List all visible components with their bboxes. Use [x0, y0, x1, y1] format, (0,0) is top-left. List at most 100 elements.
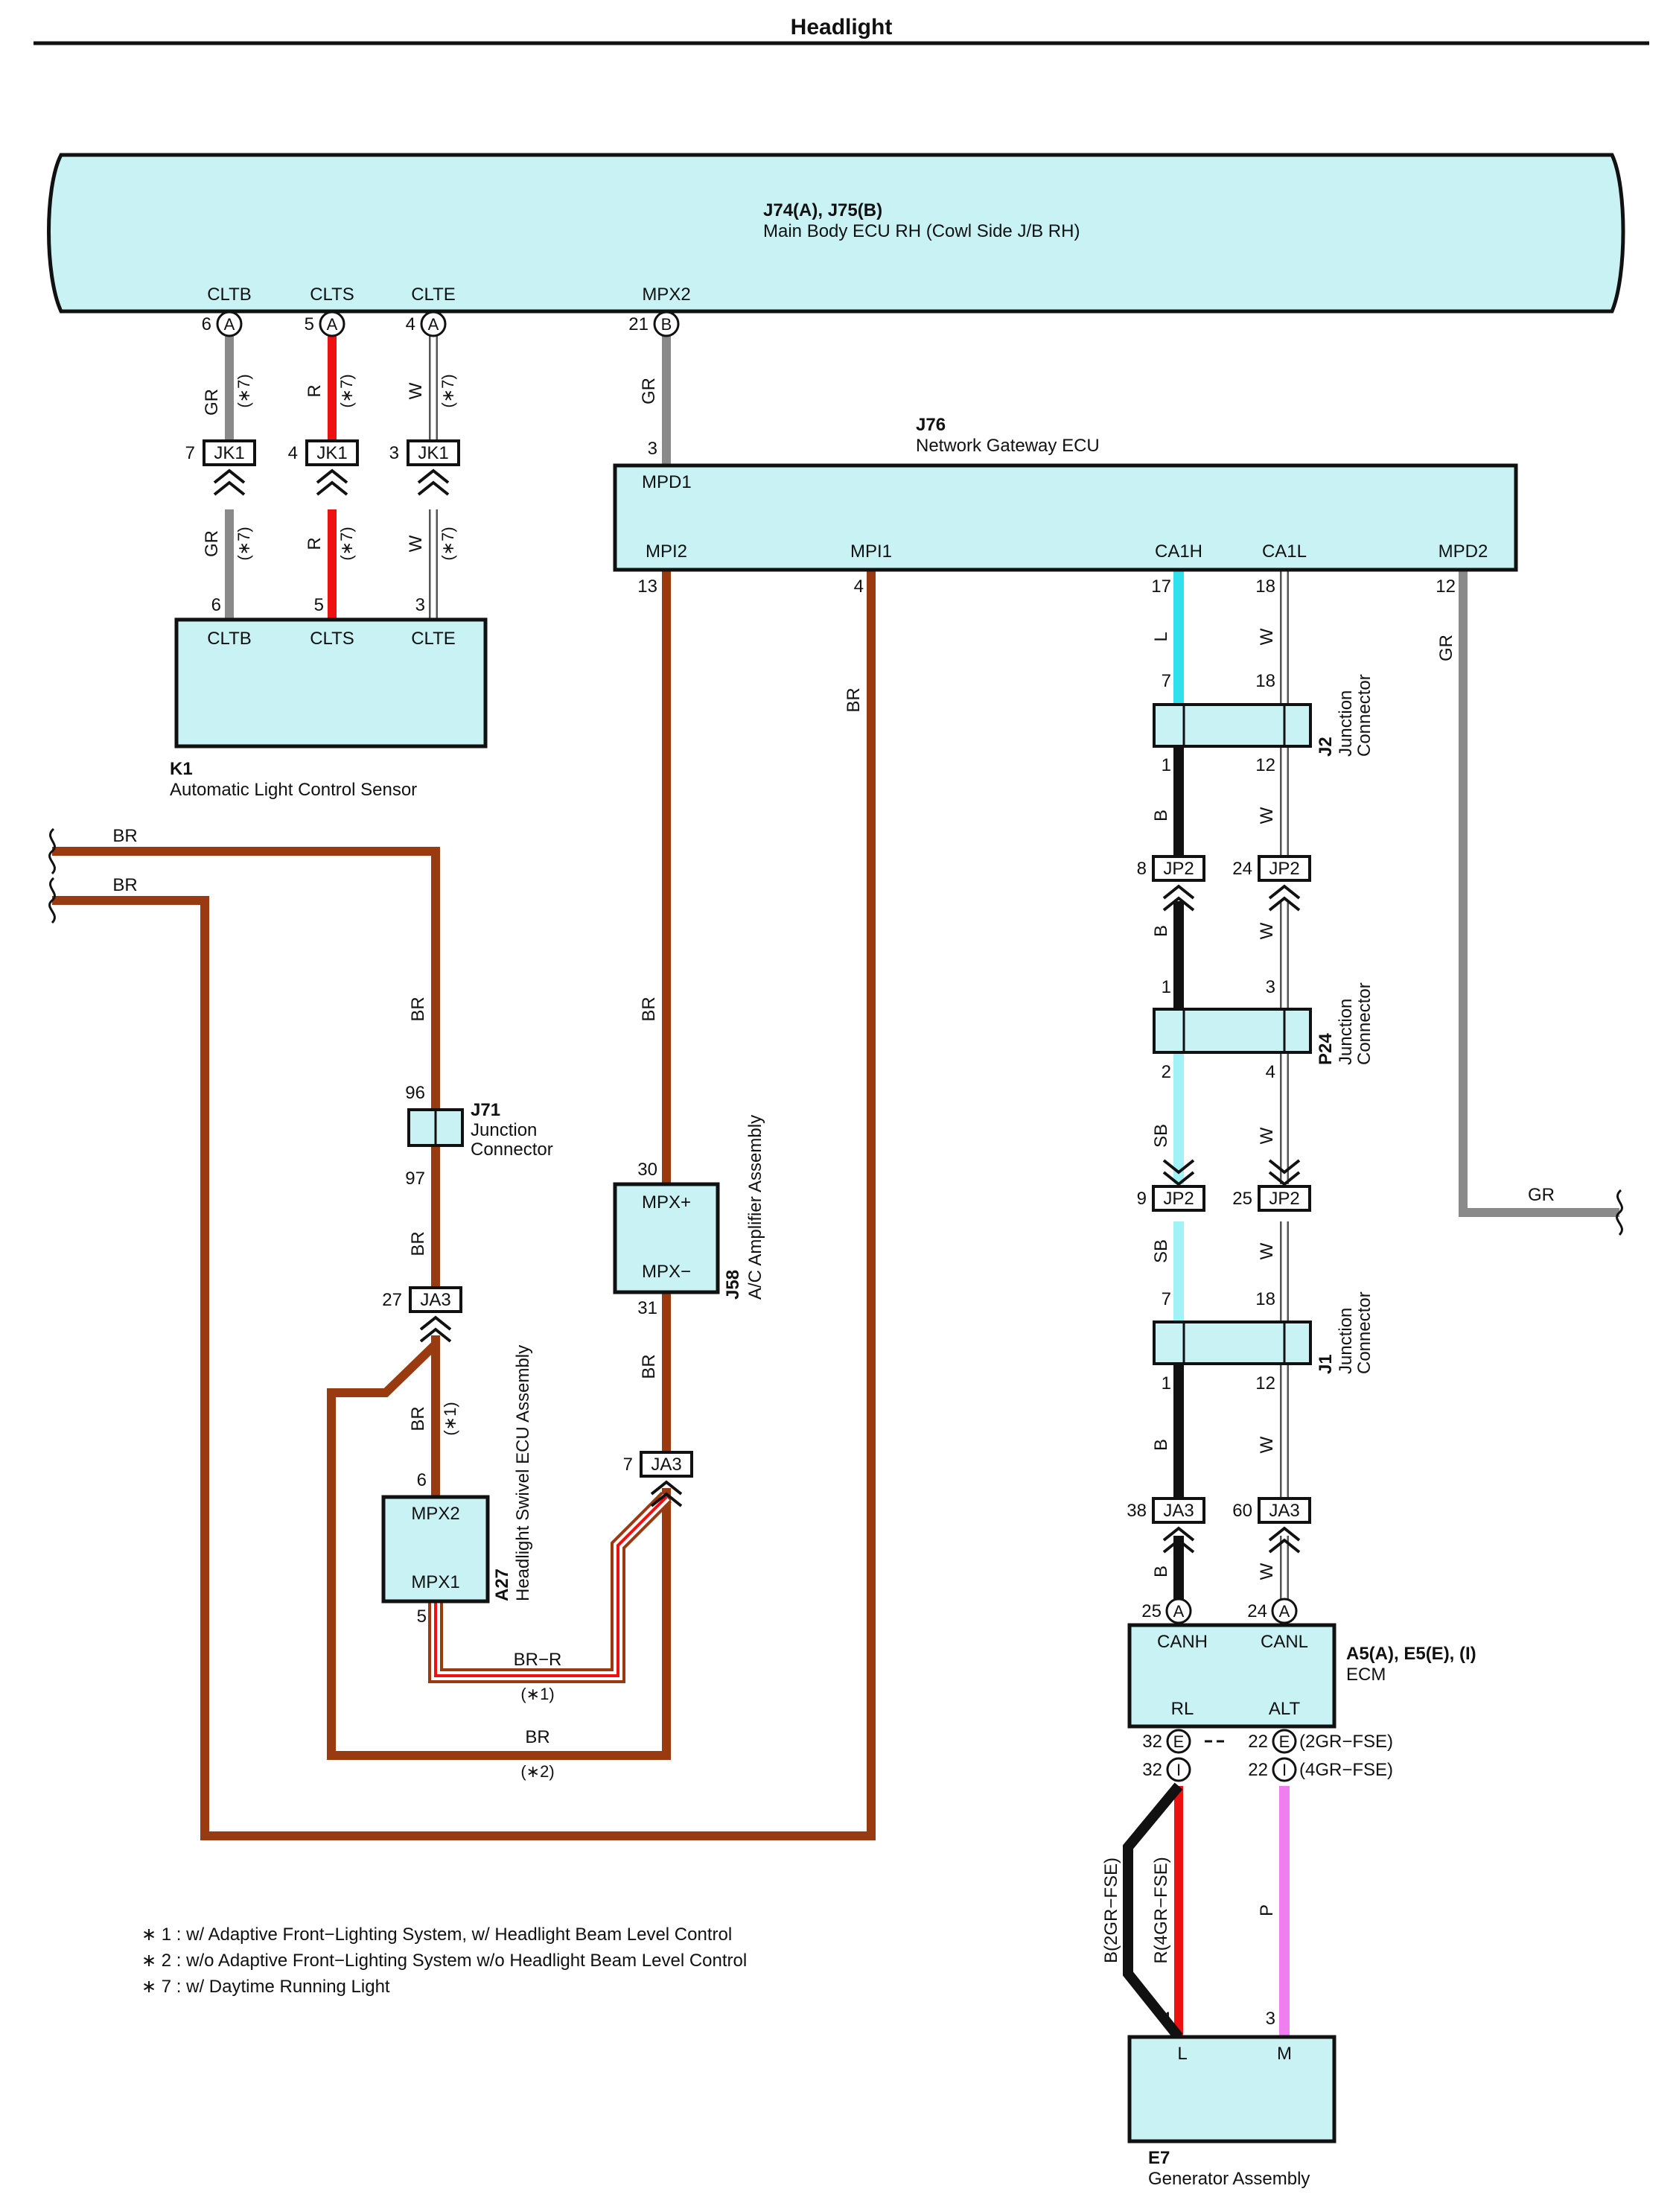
- svg-text:(2GR−FSE): (2GR−FSE): [1299, 1732, 1393, 1752]
- svg-text:24: 24: [1247, 1601, 1267, 1621]
- svg-text:E: E: [1173, 1732, 1185, 1751]
- svg-text:A: A: [1173, 1602, 1185, 1621]
- svg-text:7: 7: [1162, 1289, 1171, 1309]
- ac-amp-pin-31: 31: [637, 1298, 657, 1318]
- svg-text:J1: J1: [1316, 1354, 1336, 1374]
- k1-pin-cltb: CLTB: [207, 629, 252, 649]
- wire-r: [328, 335, 1183, 2037]
- wire-labels-br-left: BR BR BR BR BR (∗1) BR BR: [112, 826, 659, 1436]
- svg-text:W: W: [1257, 1436, 1277, 1453]
- p24-connector: 1 3 2 4 P24 Junction Connector: [1153, 977, 1374, 1082]
- svg-text:18: 18: [1255, 576, 1275, 597]
- svg-text:JP2: JP2: [1163, 859, 1194, 879]
- jp2-upper-connectors: JP2 8 JP2 24: [1137, 855, 1311, 912]
- ac-amp-name: A/C Amplifier Assembly: [745, 1115, 765, 1300]
- svg-text:J2: J2: [1316, 737, 1336, 757]
- svg-text:JK1: JK1: [418, 443, 448, 463]
- svg-text:BR: BR: [112, 826, 137, 846]
- ecm-pin-canl: CANL: [1261, 1632, 1308, 1652]
- svg-text:3: 3: [1266, 977, 1275, 997]
- page-title: Headlight: [791, 15, 893, 39]
- swivel-pin-6: 6: [417, 1470, 427, 1490]
- k1-pin-cltb-num: 6: [211, 595, 221, 615]
- ecm-box: [1127, 1623, 1336, 1729]
- svg-text:4: 4: [288, 443, 298, 463]
- svg-text:22: 22: [1248, 1732, 1268, 1752]
- gateway-pin-mpi2: MPI2: [646, 541, 687, 562]
- svg-text:GR: GR: [202, 389, 222, 416]
- svg-text:18: 18: [1255, 671, 1275, 691]
- main-body-ecu-name: Main Body ECU RH (Cowl Side J/B RH): [763, 221, 1080, 241]
- light-sensor-box: [174, 617, 488, 749]
- ac-amp-id: J58: [723, 1270, 743, 1300]
- wire-b: [1123, 746, 1184, 2041]
- light-sensor-name: Automatic Light Control Sensor: [170, 780, 417, 800]
- generator-pin-3: 3: [1266, 2009, 1275, 2029]
- svg-text:E: E: [1279, 1732, 1290, 1751]
- svg-text:38: 38: [1127, 1501, 1147, 1521]
- svg-text:(∗7): (∗7): [337, 527, 356, 560]
- note-1: ∗ 1 : w/ Adaptive Front−Lighting System,…: [141, 1925, 732, 1945]
- swivel-pin-5: 5: [417, 1606, 427, 1627]
- svg-text:BR: BR: [408, 1231, 428, 1256]
- wire-br-network: [52, 570, 876, 1840]
- svg-text:(4GR−FSE): (4GR−FSE): [1299, 1760, 1393, 1780]
- svg-text:22: 22: [1248, 1760, 1268, 1780]
- note-7: ∗ 7 : w/ Daytime Running Light: [141, 1977, 390, 1997]
- generator-id: E7: [1148, 2148, 1170, 2168]
- svg-text:12: 12: [1255, 755, 1275, 775]
- wire-label-mpd2-gr: GR: [1436, 635, 1456, 661]
- svg-text:A: A: [1279, 1602, 1290, 1621]
- svg-text:5: 5: [305, 314, 314, 334]
- wire-label-p: P: [1257, 1904, 1277, 1916]
- ja3-mid-label: JA3: [651, 1455, 681, 1475]
- ja3-right-connectors: JA3 38 JA3 60: [1127, 1497, 1311, 1554]
- svg-text:24: 24: [1232, 859, 1252, 879]
- svg-text:4: 4: [406, 314, 415, 334]
- svg-text:3: 3: [389, 443, 399, 463]
- svg-text:P24: P24: [1316, 1033, 1336, 1065]
- k1-pin-clts-num: 5: [314, 595, 324, 615]
- light-sensor-id: K1: [170, 759, 193, 779]
- jk1-connectors: JK1 7 JK1 4 JK1 3: [185, 439, 460, 496]
- svg-text:Junction: Junction: [1336, 1308, 1356, 1374]
- ac-amp-pin-mpx-minus: MPX−: [642, 1262, 691, 1282]
- ac-amp-box: [613, 1182, 720, 1294]
- svg-text:JK1: JK1: [316, 443, 347, 463]
- wire-label-b-2gr: B(2GR−FSE): [1101, 1857, 1121, 1963]
- svg-text:(∗7): (∗7): [439, 374, 457, 407]
- svg-text:W: W: [406, 535, 426, 552]
- wire-label-mpi1-br: BR: [844, 687, 864, 712]
- generator-pin-m: M: [1277, 2044, 1292, 2064]
- wire-w: [429, 335, 1289, 1599]
- ac-amp-pin-30: 30: [637, 1160, 657, 1180]
- gateway-pin-mpi1: MPI1: [850, 541, 892, 562]
- wire-label-note1: (∗1): [520, 1685, 554, 1703]
- gateway-box: [613, 463, 1518, 572]
- ja3-mid-connector: [640, 1451, 693, 1478]
- main-body-ecu-id: J74(A), J75(B): [763, 200, 882, 220]
- gateway-id: J76: [916, 415, 946, 435]
- ecm-pin-canh: CANH: [1157, 1632, 1208, 1652]
- svg-text:12: 12: [1255, 1373, 1275, 1393]
- svg-text:JP2: JP2: [1269, 1189, 1299, 1209]
- swivel-name: Headlight Swivel ECU Assembly: [513, 1345, 533, 1601]
- ecm-pin-alt: ALT: [1269, 1699, 1301, 1719]
- svg-text:JA3: JA3: [1269, 1501, 1299, 1521]
- ja3-left-chevron: [419, 1315, 452, 1343]
- svg-text:25: 25: [1141, 1601, 1162, 1621]
- svg-text:W: W: [1257, 922, 1277, 939]
- swivel-pin-mpx2: MPX2: [411, 1504, 459, 1524]
- svg-text:60: 60: [1232, 1501, 1252, 1521]
- ja3-mid-pin: 7: [623, 1455, 633, 1475]
- svg-text:4: 4: [1266, 1062, 1275, 1082]
- svg-text:SB: SB: [1151, 1124, 1171, 1148]
- wire-label-r-4gr: R(4GR−FSE): [1151, 1857, 1171, 1963]
- ecu-pin-circles: A A A B 6 5 4 21: [202, 311, 680, 337]
- svg-text:A: A: [327, 315, 338, 334]
- ecm-pin-rl: RL: [1171, 1699, 1194, 1719]
- svg-text:12: 12: [1436, 576, 1456, 597]
- j1-connector: 7 18 1 12 J1 Junction Connector: [1153, 1289, 1374, 1393]
- svg-text:I: I: [1176, 1761, 1181, 1779]
